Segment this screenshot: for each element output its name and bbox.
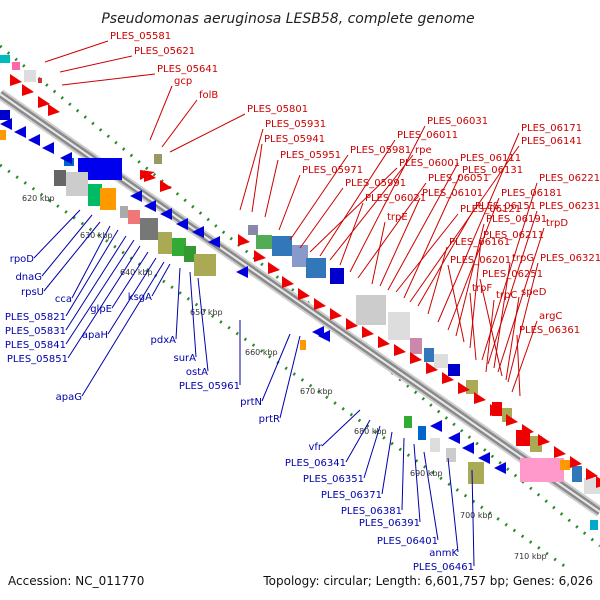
gene-label-forward: PLES_06361 [519, 325, 580, 336]
gene-label-reverse: PLES_06351 [303, 474, 364, 485]
tick-label: 640 kbp [120, 268, 153, 277]
gene-label-forward: trpE [387, 212, 408, 223]
reverse-gene-labels: rpoD dnaG rpsU ccaPLES_05821PLES_05831PLES_… [5, 209, 475, 573]
gene-label-forward: PLES_06121 [460, 204, 521, 215]
gene-label-reverse: vfr [308, 442, 322, 453]
gene-label-forward: gcp [174, 76, 192, 87]
gene-label-forward: PLES_06211 [483, 230, 544, 241]
gene-label-forward: PLES_06191 [486, 214, 547, 225]
gene-label-reverse: ostA [186, 367, 208, 378]
gene-label-reverse: pdxA [151, 335, 177, 346]
gene-label-reverse: PLES_05831 [5, 326, 66, 337]
gene-label-forward: PLES_06321 [540, 253, 600, 264]
kbp-ticks: 620 kbp 630 kbp 640 kbp 650 kbp 660 kbp 670 k… [22, 194, 547, 561]
gene-label-forward: PLES_05991 [345, 178, 406, 189]
gene-label-forward: PLES_06251 [482, 269, 543, 280]
gene-label-reverse: PLES_06461 [413, 562, 474, 573]
gene-label-reverse: prtN [240, 397, 262, 408]
gene-label-forward: PLES_06031 [427, 116, 488, 127]
gene-label-forward: trpC [496, 290, 517, 301]
gene-label-forward: speD [521, 287, 547, 298]
tick-label: 680 kbp [354, 427, 387, 436]
tick-label: 690 kbp [410, 469, 443, 478]
gene-label-reverse: prtR [259, 414, 280, 425]
gene-label-forward: PLES_06111 [460, 153, 521, 164]
gene-label-reverse: PLES_05821 [5, 312, 66, 323]
gene-label-forward: trpF [472, 283, 492, 294]
gene-label-reverse: ksgA [128, 292, 152, 303]
tick-label: 700 kbp [460, 511, 493, 520]
gene-label-forward: PLES_06151 [475, 201, 536, 212]
gene-label-forward: trpD [546, 218, 568, 229]
gene-label-forward: PLES_05941 [264, 134, 325, 145]
gene-label-forward: PLES_05801 [247, 104, 308, 115]
tick-label: 630 kbp [80, 231, 113, 240]
gene-label-forward: PLES_06101 [422, 188, 483, 199]
inner-dotted-track [0, 163, 571, 572]
gene-label-reverse: anmK [429, 548, 458, 559]
forward-features [0, 55, 600, 494]
gene-label-forward: PLES_05621 [134, 46, 195, 57]
gene-label-reverse: PLES_05841 [5, 340, 66, 351]
gene-label-reverse: PLES_06341 [285, 458, 346, 469]
gene-label-reverse: PLES_06371 [321, 490, 382, 501]
genome-summary-text: Topology: circular; Length: 6,601,757 bp… [262, 574, 593, 588]
tick-label: 660 kbp [245, 348, 278, 357]
gene-label-forward: PLES_06011 [397, 130, 458, 141]
tick-label: 710 kbp [514, 552, 547, 561]
gene-label-forward: PLES_06001 [399, 158, 460, 169]
gene-label-forward: PLES_06231 [539, 201, 600, 212]
gene-label-forward: PLES_06181 [501, 188, 562, 199]
gene-label-forward: PLES_05981 [350, 145, 411, 156]
gene-label-reverse: glpE [90, 304, 112, 315]
reverse-features [0, 110, 598, 530]
gene-label-forward: trpG [512, 253, 534, 264]
gene-label-forward: PLES_06021 [365, 193, 426, 204]
gene-label-reverse: PLES_06381 [341, 506, 402, 517]
gene-label-forward: PLES_05951 [280, 150, 341, 161]
gene-label-reverse: surA [174, 353, 197, 364]
gene-label-reverse: PLES_06391 [359, 518, 420, 529]
gene-label-reverse: rpoD [10, 254, 35, 265]
gene-label-forward: PLES_06171 [521, 123, 582, 134]
gene-label-forward: PLES_06201 [450, 255, 511, 266]
gene-label-forward: PLES_05641 [157, 64, 218, 75]
gene-label-forward: PLES_05971 [302, 165, 363, 176]
gene-label-forward: PLES_06221 [539, 173, 600, 184]
gene-label-forward: PLES_06131 [462, 165, 523, 176]
gene-label-reverse: PLES_06401 [377, 536, 438, 547]
gene-label-forward: PLES_06141 [521, 136, 582, 147]
gene-label-reverse: cca [55, 294, 72, 305]
gene-label-forward: PLES_05931 [265, 119, 326, 130]
genome-title: Pseudomonas aeruginosa LESB58, complete … [101, 11, 474, 27]
gene-label-reverse: PLES_05961 [179, 381, 240, 392]
gene-label-reverse: PLES_05851 [7, 354, 68, 365]
tick-label: 670 kbp [300, 387, 333, 396]
gene-label-reverse: apaG [56, 392, 82, 403]
tick-label: 620 kbp [22, 194, 55, 203]
gene-label-forward: rpe [415, 145, 432, 156]
gene-label-forward: folB [199, 90, 218, 101]
tick-label: 650 kbp [190, 308, 223, 317]
gene-label-forward: argC [539, 311, 562, 322]
gene-label-forward: PLES_05581 [110, 31, 171, 42]
gene-label-reverse: apaH [82, 330, 108, 341]
accession-text: Accession: NC_011770 [8, 574, 144, 588]
gene-label-reverse: dnaG [15, 272, 42, 283]
gene-label-reverse: rpsU [21, 287, 44, 298]
